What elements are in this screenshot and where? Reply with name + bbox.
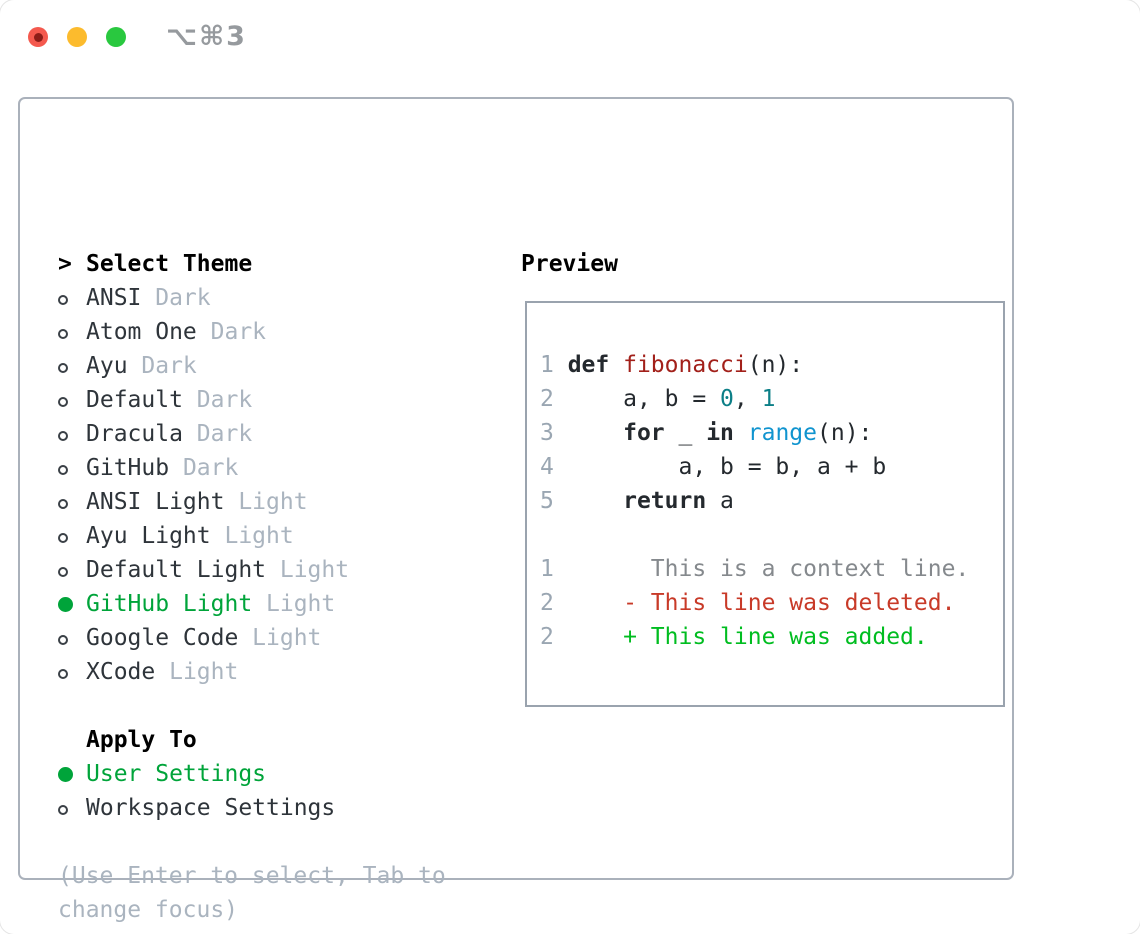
spacer	[58, 689, 446, 723]
radio-icon	[58, 499, 68, 509]
code-line-3: 3 for _ in range(n):	[540, 420, 873, 446]
code-line-1: 1 def fibonacci(n):	[540, 352, 804, 378]
code-line-5: 5 return a	[540, 488, 734, 514]
radio-icon	[58, 465, 68, 475]
select-theme-title: Select Theme	[86, 251, 253, 277]
caret-icon: >	[58, 251, 72, 277]
code-line-4: 4 a, b = b, a + b	[540, 454, 887, 480]
close-dot-icon	[33, 32, 43, 42]
help-text-line2: change focus)	[58, 897, 239, 923]
radio-selected-icon	[58, 597, 73, 612]
radio-icon	[58, 329, 68, 339]
close-button[interactable]	[28, 27, 48, 47]
help-text-line1: (Use Enter to select, Tab to	[58, 863, 446, 889]
apply-to-title: Apply To	[86, 727, 197, 753]
radio-selected-icon	[58, 767, 73, 782]
radio-icon	[58, 397, 68, 407]
radio-icon	[58, 567, 68, 577]
spacer	[540, 518, 1003, 552]
apply-option-workspace-settings[interactable]: Workspace Settings	[58, 791, 446, 825]
diff-added-line: 2 + This line was added.	[540, 624, 928, 650]
radio-icon	[58, 431, 68, 441]
window-title: ⌥⌘3	[166, 21, 247, 52]
diff-context-line: 1 This is a context line.	[540, 556, 970, 582]
preview-title: Preview	[521, 251, 618, 277]
radio-icon	[58, 363, 68, 373]
radio-icon	[58, 669, 68, 679]
spacer	[58, 825, 446, 859]
maximize-button[interactable]	[106, 27, 126, 47]
code-line-2: 2 a, b = 0, 1	[540, 386, 776, 412]
titlebar: ⌥⌘3	[0, 0, 1140, 72]
apply-option-user-settings[interactable]: User Settings	[58, 757, 446, 791]
radio-icon	[58, 635, 68, 645]
radio-icon	[58, 533, 68, 543]
select-theme-header: > Select Theme	[58, 247, 446, 281]
radio-icon	[58, 805, 68, 815]
diff-deleted-line: 2 - This line was deleted.	[540, 590, 956, 616]
minimize-button[interactable]	[67, 27, 87, 47]
radio-icon	[58, 295, 68, 305]
preview-box: 1 def fibonacci(n): 2 a, b = 0, 1 3 for …	[525, 301, 1005, 707]
apply-to-header: Apply To	[58, 723, 446, 757]
